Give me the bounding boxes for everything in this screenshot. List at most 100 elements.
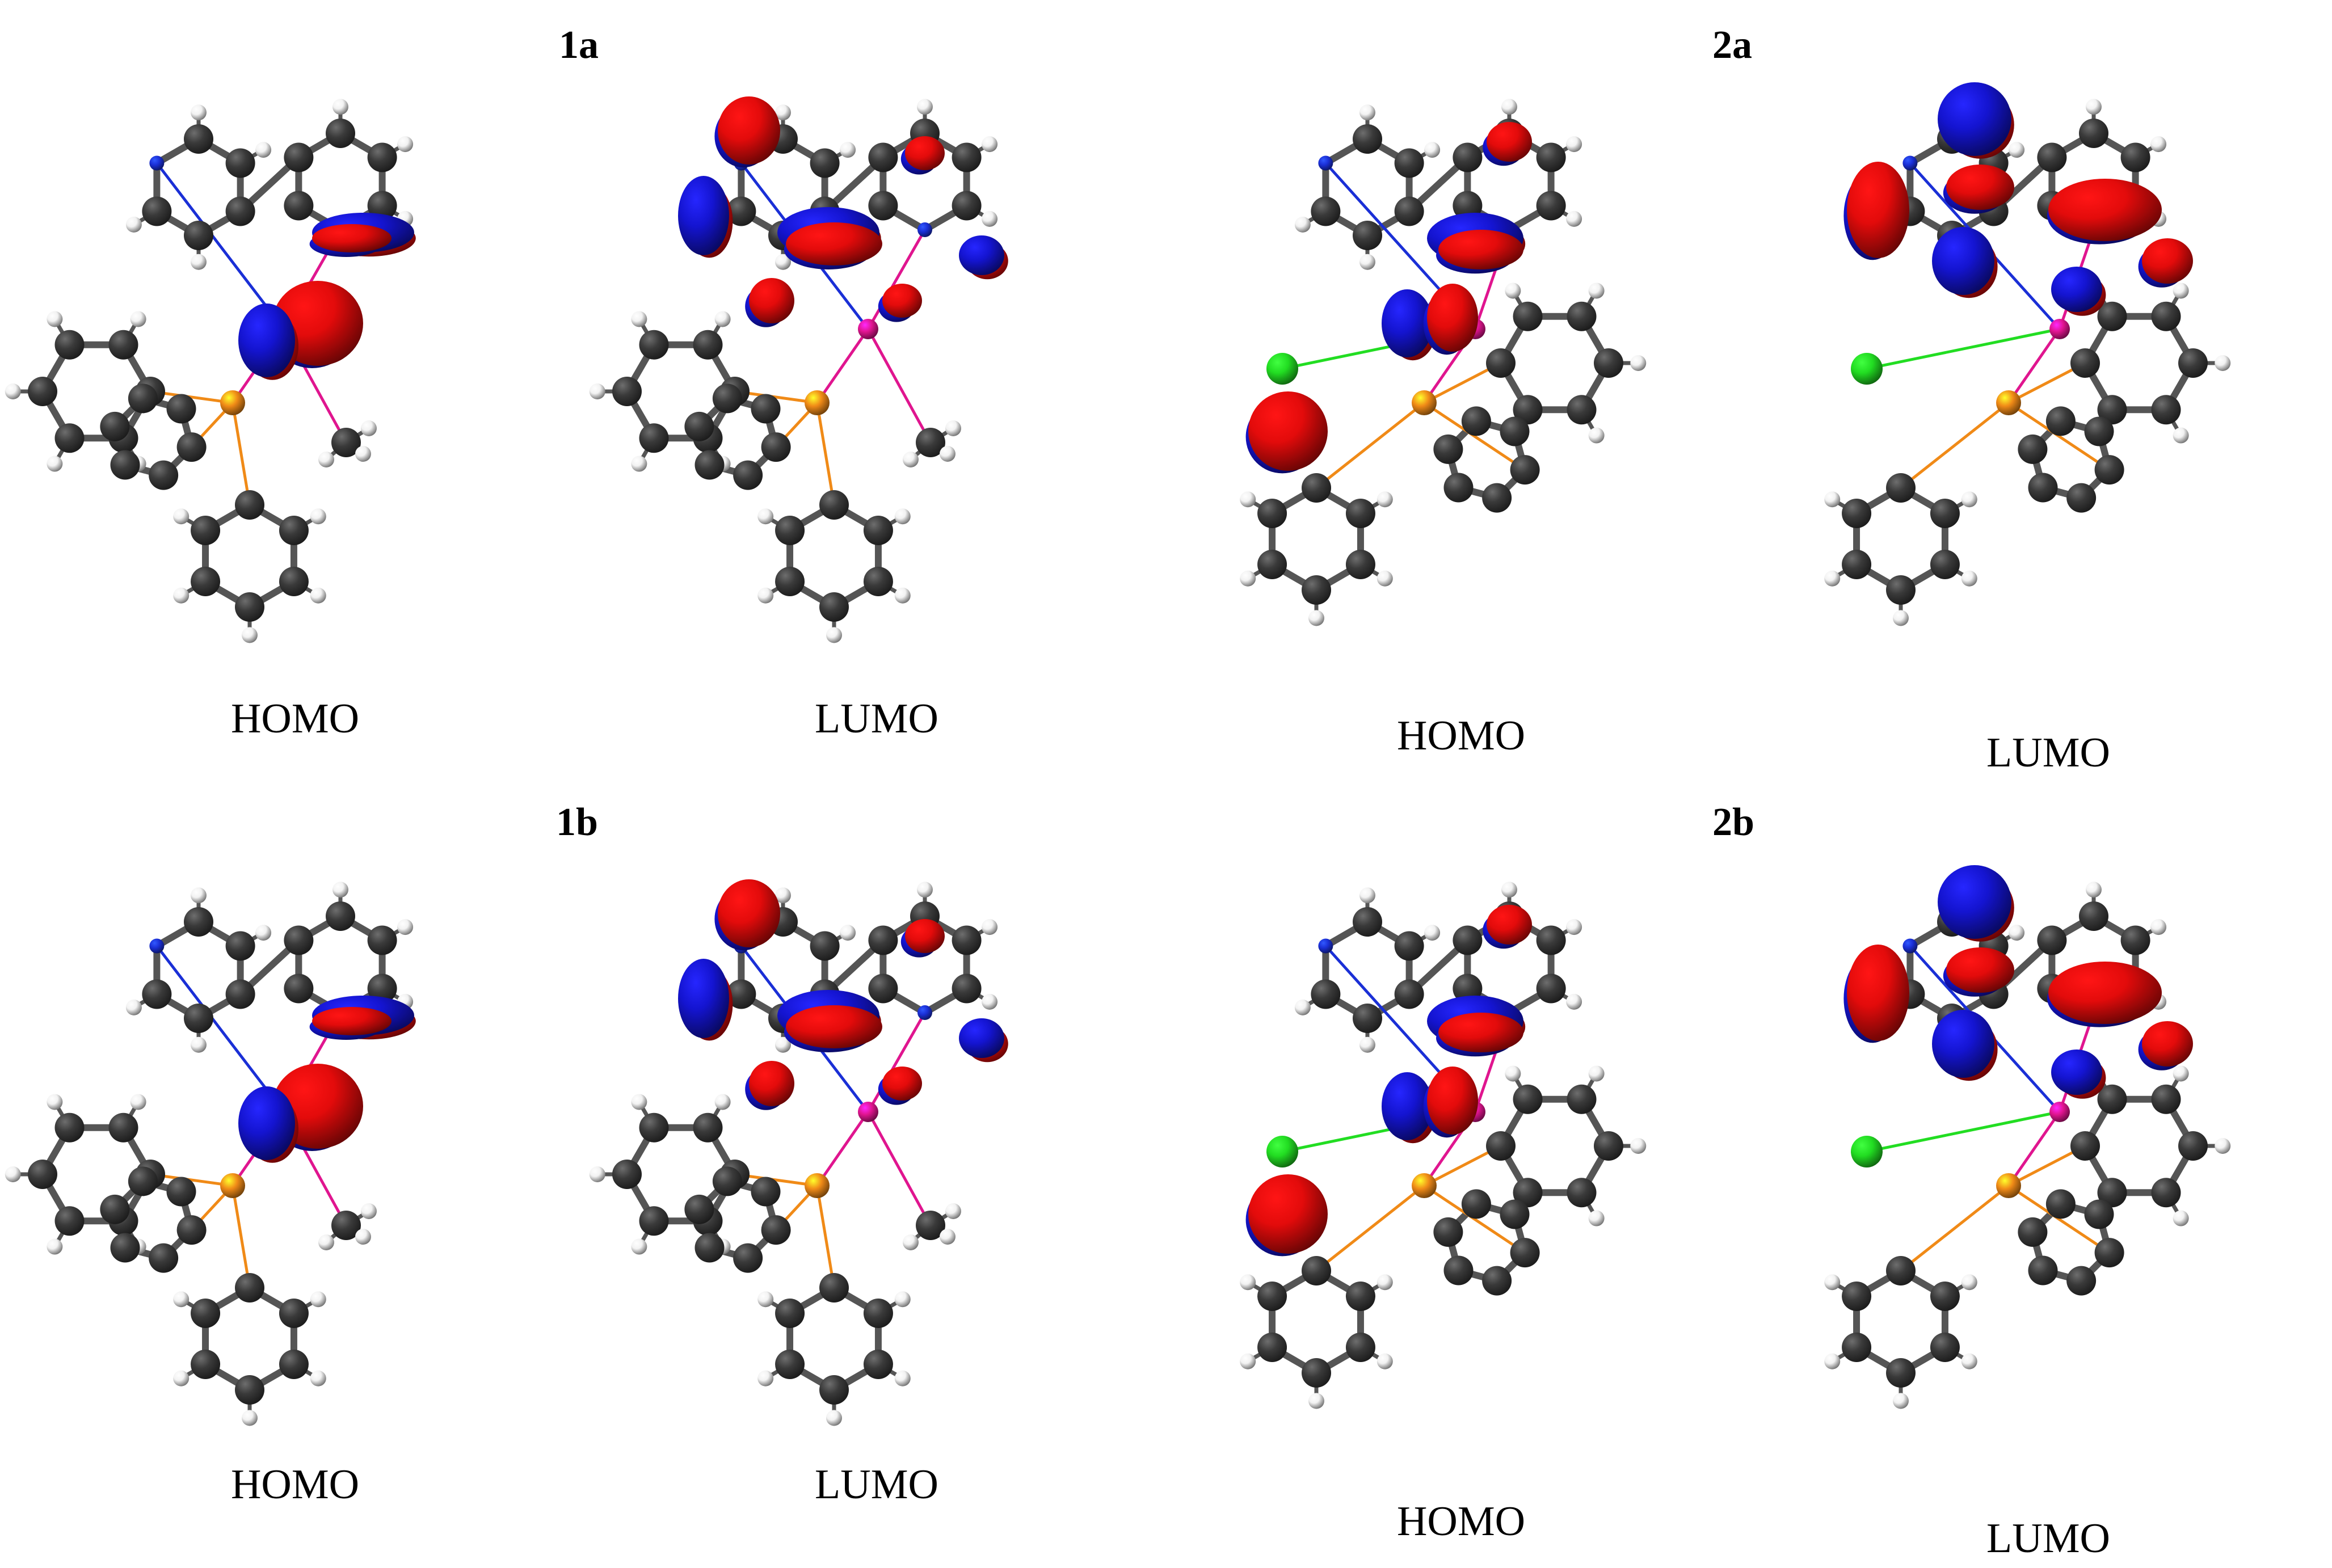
orbital-lobe-icon: [1438, 1013, 1523, 1052]
orbital-lobe-icon: [2048, 179, 2162, 241]
carbon-atom-icon: [1433, 434, 1463, 464]
orbital-lobe-icon: [749, 1061, 794, 1106]
hydrogen-atom-icon: [2173, 1065, 2189, 1082]
atoms: [1240, 882, 1647, 1409]
bonds: [1245, 104, 1640, 620]
hydrogen-atom-icon: [1961, 1274, 1977, 1291]
carbon-atom-icon: [863, 516, 893, 545]
carbon-atom-icon: [142, 979, 172, 1009]
bond: [866, 228, 927, 331]
hydrogen-atom-icon: [917, 882, 933, 898]
carbon-atom-icon: [2070, 1131, 2100, 1161]
orbital-lobe-icon: [238, 304, 295, 377]
hydrogen-atom-icon: [2086, 882, 2102, 898]
hydrogen-atom-icon: [2173, 427, 2189, 444]
hydrogen-atom-icon: [47, 1238, 63, 1255]
hydrogen-atom-icon: [775, 104, 791, 121]
bond: [1899, 1184, 2010, 1272]
orbital-lobe-icon: [1487, 905, 1532, 945]
hydrogen-atom-icon: [917, 99, 933, 115]
hydrogen-atom-icon: [1824, 491, 1841, 508]
orbital-lobes: [1843, 865, 2193, 1099]
carbon-atom-icon: [2151, 1084, 2181, 1114]
carbon-atom-icon: [2045, 1189, 2076, 1219]
bond: [866, 327, 932, 444]
phosphorus-atom-icon: [220, 1173, 245, 1198]
carbon-atom-icon: [1536, 191, 1566, 221]
carbon-atom-icon: [2079, 119, 2108, 148]
carbon-atom-icon: [1930, 550, 1960, 579]
hydrogen-atom-icon: [757, 587, 774, 604]
bond: [231, 1184, 251, 1289]
bonds: [11, 104, 407, 637]
orbital-lobe-icon: [678, 959, 729, 1038]
hydrogen-atom-icon: [1824, 570, 1841, 587]
molecule-1b-lumo: [589, 879, 1008, 1426]
hydrogen-atom-icon: [2150, 919, 2167, 935]
hydrogen-atom-icon: [1424, 142, 1441, 158]
hydrogen-atom-icon: [255, 142, 272, 158]
carbon-atom-icon: [191, 1299, 221, 1328]
carbon-atom-icon: [2094, 1238, 2124, 1268]
orbital-lobe-icon: [1938, 82, 2011, 156]
carbon-atom-icon: [863, 1350, 893, 1379]
carbon-atom-icon: [726, 979, 756, 1009]
hydrogen-atom-icon: [1240, 1353, 1256, 1369]
hydrogen-atom-icon: [1588, 427, 1605, 444]
carbon-atom-icon: [775, 567, 805, 596]
hydrogen-atom-icon: [173, 1291, 190, 1308]
bond: [2007, 401, 2111, 471]
hydrogen-atom-icon: [191, 887, 207, 904]
carbon-atom-icon: [331, 428, 361, 457]
hydrogen-atom-icon: [2009, 925, 2025, 941]
hydrogen-atom-icon: [826, 627, 842, 643]
carbon-atom-icon: [2151, 301, 2181, 331]
bond: [866, 1110, 932, 1227]
carbon-atom-icon: [235, 1375, 264, 1405]
lumo-label-1b: LUMO: [815, 1461, 938, 1508]
phosphorus-atom-icon: [1996, 390, 2021, 415]
carbon-atom-icon: [108, 330, 138, 360]
hydrogen-atom-icon: [2009, 142, 2025, 158]
chlorine-atom-icon: [1266, 1136, 1298, 1167]
carbon-atom-icon: [1510, 1238, 1540, 1268]
carbon-atom-icon: [868, 973, 898, 1004]
hydrogen-atom-icon: [982, 210, 998, 227]
carbon-atom-icon: [128, 383, 158, 414]
carbon-atom-icon: [761, 1215, 791, 1245]
orbital-lobe-icon: [959, 1018, 1004, 1058]
carbon-atom-icon: [819, 1375, 849, 1405]
carbon-atom-icon: [1500, 1199, 1530, 1229]
orbital-lobes: [678, 96, 1008, 327]
hydrogen-atom-icon: [47, 1094, 63, 1110]
carbon-atom-icon: [142, 196, 172, 226]
carbon-atom-icon: [612, 1160, 642, 1189]
carbon-atom-icon: [1257, 1333, 1287, 1362]
carbon-atom-icon: [54, 330, 85, 360]
carbon-atom-icon: [1345, 550, 1375, 579]
hydrogen-atom-icon: [1501, 882, 1517, 898]
hydrogen-atom-icon: [191, 1036, 207, 1053]
carbon-atom-icon: [2097, 1084, 2127, 1114]
hydrogen-atom-icon: [397, 136, 414, 153]
carbon-atom-icon: [693, 1112, 723, 1143]
hydrogen-atom-icon: [2173, 283, 2189, 299]
hydrogen-atom-icon: [775, 254, 791, 270]
carbon-atom-icon: [2037, 142, 2067, 172]
orbital-lobe-icon: [905, 919, 945, 953]
compound-label-2b: 2b: [1712, 800, 1754, 844]
carbon-atom-icon: [1311, 979, 1341, 1009]
carbon-atom-icon: [1461, 406, 1491, 436]
carbon-atom-icon: [1257, 499, 1287, 528]
hydrogen-atom-icon: [940, 1229, 955, 1245]
hydrogen-atom-icon: [1566, 136, 1582, 153]
carbon-atom-icon: [1513, 395, 1543, 425]
carbon-atom-icon: [28, 377, 57, 406]
hydrogen-atom-icon: [945, 1203, 961, 1219]
carbon-atom-icon: [284, 142, 314, 172]
hydrogen-atom-icon: [332, 882, 348, 898]
molecule-2a-homo: [1240, 99, 1647, 626]
carbon-atom-icon: [1302, 1358, 1331, 1388]
carbon-atom-icon: [1536, 925, 1566, 955]
metal-atom-icon: [858, 1102, 878, 1122]
